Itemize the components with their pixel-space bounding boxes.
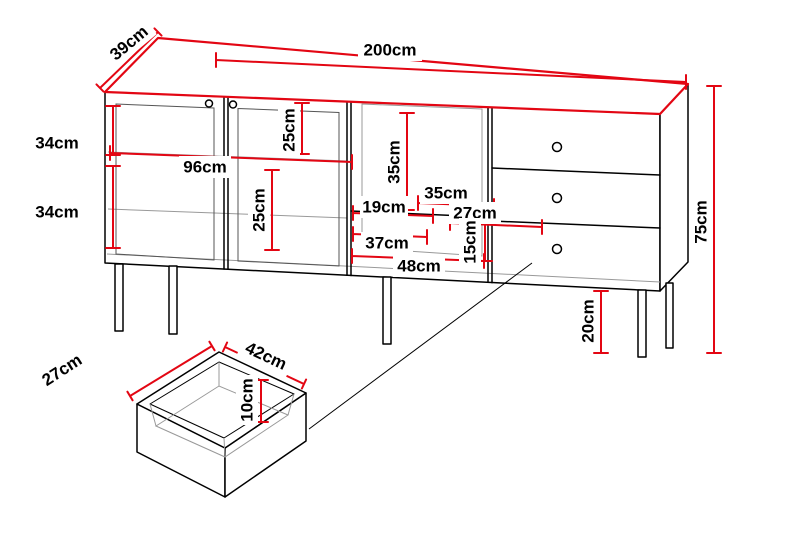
dim-label-37: 37cm <box>361 232 413 254</box>
left-door-knob <box>204 99 214 108</box>
dim-label-width: 200cm <box>358 39 422 61</box>
drawer-separator-1 <box>491 167 661 176</box>
label-bg <box>420 182 472 204</box>
dim-label-depth: 39cm <box>101 17 157 69</box>
label-text: 10cm <box>238 378 257 421</box>
drawer-location-pointer <box>308 262 533 430</box>
label-bg <box>236 334 296 378</box>
label-bg <box>360 196 408 218</box>
dim-line-depth <box>95 27 163 93</box>
drawer-separator-2 <box>491 220 661 229</box>
dim-label-leg-height: 20cm <box>577 294 599 348</box>
divider-left <box>346 100 352 277</box>
dim-label-25-upper: 25cm <box>278 104 300 156</box>
label-bg <box>236 375 258 425</box>
label-bg <box>31 201 83 223</box>
dim-label-15: 15cm <box>459 218 481 266</box>
dim-line-width <box>215 52 687 90</box>
label-text: 25cm <box>250 188 269 231</box>
drawer-inner-edges <box>149 362 295 458</box>
label-bg <box>393 255 445 277</box>
label-bg <box>690 195 712 249</box>
label-text: 27cm <box>39 350 86 390</box>
label-bg <box>459 218 481 266</box>
dim-line-height <box>706 85 722 354</box>
label-text: 35cm <box>385 140 404 183</box>
label-text: 35cm <box>424 184 467 203</box>
label-text: 19cm <box>362 198 405 217</box>
divider-right <box>487 106 493 284</box>
label-text: 75cm <box>692 200 711 243</box>
leg-2 <box>168 265 178 335</box>
dim-label-96: 96cm <box>179 156 231 178</box>
label-bg <box>358 39 422 61</box>
label-text: 48cm <box>397 257 440 276</box>
left-door-panel <box>115 103 215 261</box>
label-text: 15cm <box>461 220 480 263</box>
dim-label-35-vertical: 35cm <box>383 136 405 188</box>
drawer-knob-3 <box>551 243 563 255</box>
dim-line-34-upper <box>105 105 121 156</box>
dim-line-34-lower <box>105 165 121 249</box>
label-text: 96cm <box>183 158 226 177</box>
dim-label-19: 19cm <box>360 196 408 218</box>
label-text: 27cm <box>453 204 496 223</box>
label-bg <box>101 17 157 69</box>
cabinet-right-face <box>659 83 689 292</box>
label-bg <box>278 104 300 156</box>
leg-3 <box>382 276 392 345</box>
label-bg <box>179 156 231 178</box>
label-text: 34cm <box>35 134 78 153</box>
dim-label-drawer-depth: 27cm <box>33 346 91 394</box>
drawer-detail <box>136 351 307 498</box>
label-bg <box>383 136 405 188</box>
label-bg <box>31 132 83 154</box>
dim-label-drawer-height: 10cm <box>236 375 258 425</box>
leg-5 <box>665 282 674 349</box>
label-bg <box>361 232 413 254</box>
drawer-top-rim <box>136 351 307 449</box>
cabinet-top-face <box>103 36 690 116</box>
leg-4 <box>637 289 647 358</box>
label-bg <box>248 184 270 236</box>
dim-label-25-lower: 25cm <box>248 184 270 236</box>
label-text: 34cm <box>35 203 78 222</box>
label-text: 200cm <box>364 41 417 60</box>
dim-line-leg-height <box>593 290 609 354</box>
cabinet-body <box>103 36 690 358</box>
right-door-knob <box>228 100 238 109</box>
leg-1 <box>114 263 124 332</box>
label-bg <box>33 346 91 394</box>
drawer-knob-2 <box>551 192 563 204</box>
dim-label-height: 75cm <box>690 195 712 249</box>
cabinet-front-face <box>104 91 661 292</box>
label-text: 25cm <box>280 108 299 151</box>
drawer-knob-1 <box>551 141 563 153</box>
door-gap <box>223 95 229 270</box>
dim-label-35-horizontal: 35cm <box>420 182 472 204</box>
dim-label-34-lower: 34cm <box>31 201 83 223</box>
dim-line-drawer-depth <box>126 340 216 402</box>
dimension-labels: 200cm 39cm 75cm 20cm 34cm 34cm 96cm 25c <box>31 17 712 425</box>
label-bg <box>577 294 599 348</box>
label-text: 37cm <box>365 234 408 253</box>
dim-label-48: 48cm <box>393 255 445 277</box>
dim-label-34-upper: 34cm <box>31 132 83 154</box>
dim-line-25-lower <box>264 169 280 251</box>
right-door-panel <box>237 107 340 267</box>
label-text: 20cm <box>579 299 598 342</box>
